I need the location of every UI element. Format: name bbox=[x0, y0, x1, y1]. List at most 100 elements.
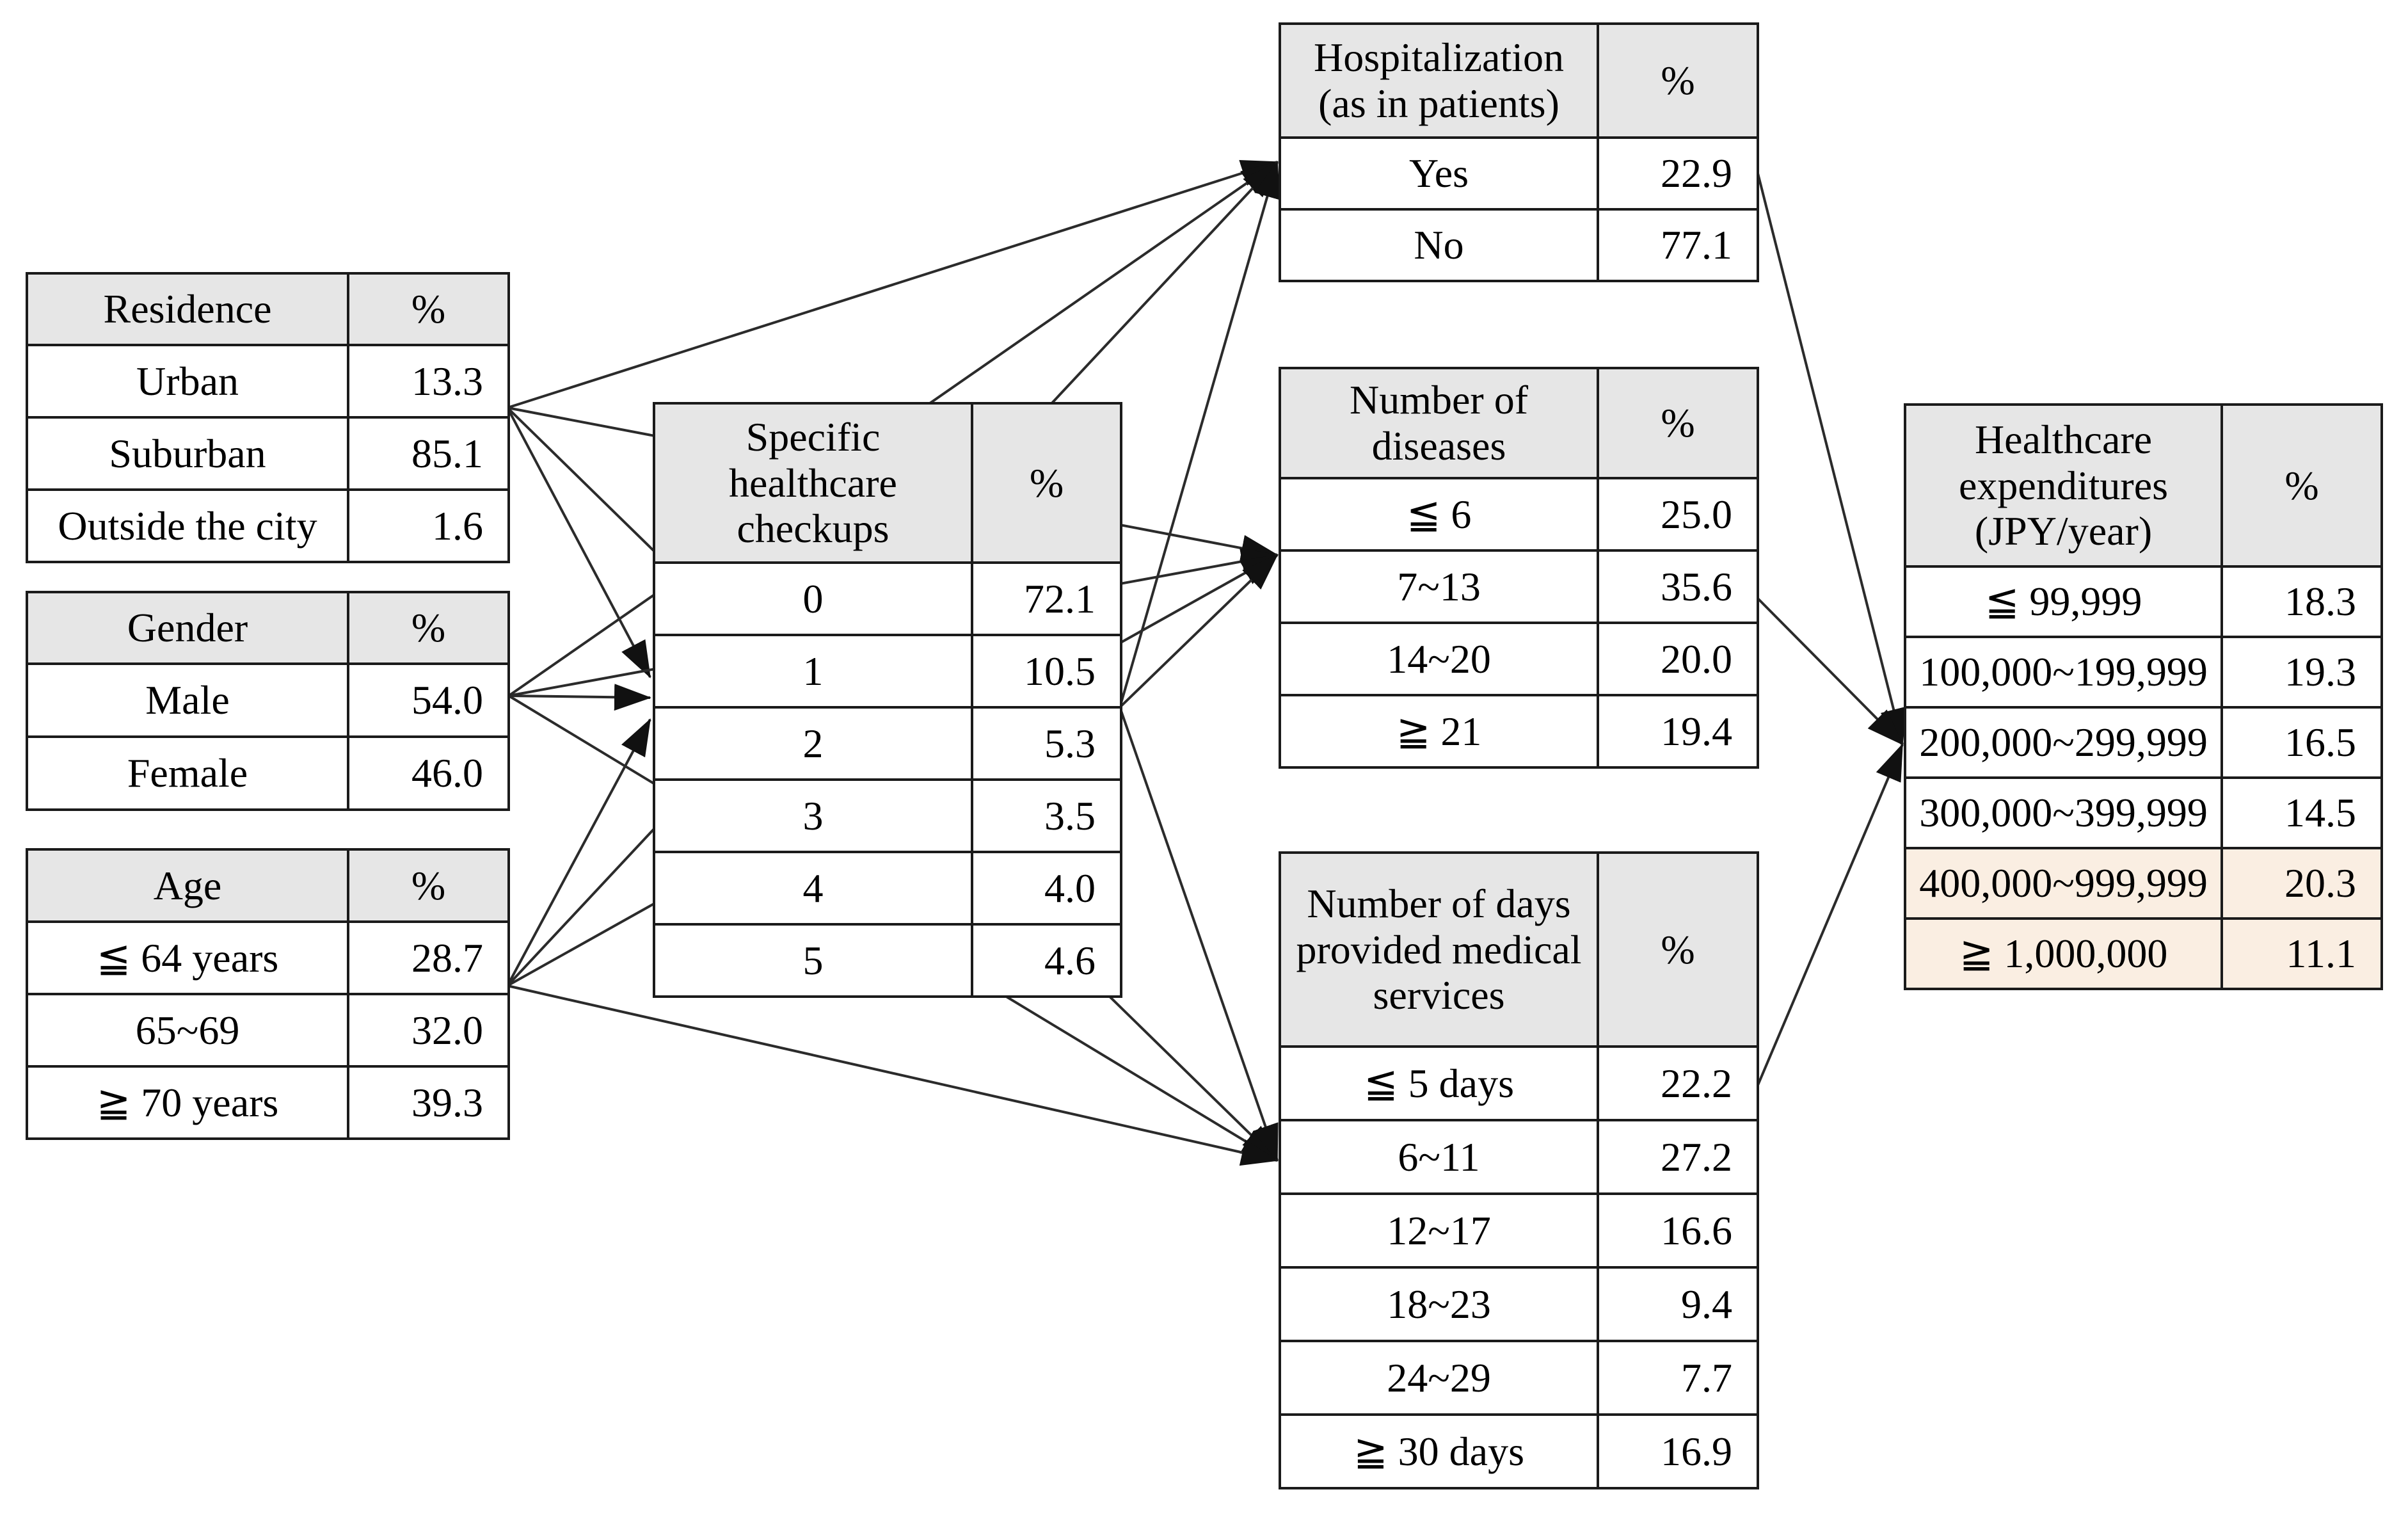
row-value: 18.3 bbox=[2221, 565, 2383, 638]
table-header-row: Specific healthcare checkups% bbox=[653, 402, 1122, 564]
row-label: ≧ 1,000,000 bbox=[1904, 917, 2223, 990]
edge-age-checkups bbox=[506, 718, 651, 986]
edge-gender-checkups bbox=[508, 684, 651, 711]
table-header-row: Gender% bbox=[26, 591, 510, 665]
row-value: 9.4 bbox=[1597, 1266, 1759, 1342]
percent-header: % bbox=[2221, 403, 2383, 568]
row-label: ≦ 99,999 bbox=[1904, 565, 2223, 638]
row-value: 22.9 bbox=[1597, 136, 1759, 211]
row-label: Outside the city bbox=[26, 488, 349, 563]
row-value: 20.0 bbox=[1597, 622, 1759, 696]
row-value: 22.2 bbox=[1597, 1045, 1759, 1121]
percent-header: % bbox=[971, 402, 1122, 564]
row-value: 72.1 bbox=[971, 561, 1122, 636]
table-header-row: Number of days provided medical services… bbox=[1279, 851, 1759, 1048]
row-value: 13.3 bbox=[347, 344, 510, 419]
edge-checkups-diseases bbox=[1119, 554, 1279, 709]
row-label: 14~20 bbox=[1279, 622, 1599, 696]
table-title: Residence bbox=[26, 272, 349, 346]
table-header-row: Healthcare expenditures (JPY/year)% bbox=[1904, 403, 2383, 568]
row-value: 25.0 bbox=[1597, 477, 1759, 552]
row-label: ≦ 6 bbox=[1279, 477, 1599, 552]
row-value: 27.2 bbox=[1597, 1119, 1759, 1195]
row-value: 7.7 bbox=[1597, 1340, 1759, 1416]
row-value: 10.5 bbox=[971, 634, 1122, 709]
percent-header: % bbox=[1597, 851, 1759, 1048]
edge-days-expenditures bbox=[1755, 743, 1904, 1089]
row-value: 54.0 bbox=[347, 662, 510, 738]
row-value: 5.3 bbox=[971, 706, 1122, 781]
percent-header: % bbox=[1597, 367, 1759, 479]
table-header-row: Hospitalization (as in patients)% bbox=[1279, 22, 1759, 139]
node-healthcare-expenditures: Healthcare expenditures (JPY/year)%≦ 99,… bbox=[1904, 403, 2383, 990]
row-label: 65~69 bbox=[26, 993, 349, 1068]
row-value: 1.6 bbox=[347, 488, 510, 563]
percent-header: % bbox=[1597, 22, 1759, 139]
row-label: ≧ 21 bbox=[1279, 694, 1599, 769]
row-label: 0 bbox=[653, 561, 973, 636]
row-value: 16.6 bbox=[1597, 1192, 1759, 1269]
table-title: Number of days provided medical services bbox=[1279, 851, 1599, 1048]
row-value: 19.3 bbox=[2221, 636, 2383, 709]
edge-checkups-days bbox=[1119, 707, 1279, 1162]
row-value: 11.1 bbox=[2221, 917, 2383, 990]
row-value: 4.0 bbox=[971, 851, 1122, 926]
row-label: 200,000~299,999 bbox=[1904, 706, 2223, 779]
percent-header: % bbox=[347, 848, 510, 923]
row-label: Yes bbox=[1279, 136, 1599, 211]
edge-residence-checkups bbox=[506, 407, 651, 678]
node-days-provided-medical-services: Number of days provided medical services… bbox=[1279, 851, 1759, 1489]
row-label: 7~13 bbox=[1279, 549, 1599, 624]
row-value: 28.7 bbox=[347, 920, 510, 995]
table-title: Age bbox=[26, 848, 349, 923]
row-value: 46.0 bbox=[347, 735, 510, 811]
edge-hospitalization-expenditures bbox=[1755, 168, 1907, 746]
row-label: 1 bbox=[653, 634, 973, 709]
row-value: 16.9 bbox=[1597, 1413, 1759, 1489]
row-label: 300,000~399,999 bbox=[1904, 776, 2223, 849]
table-title: Specific healthcare checkups bbox=[653, 402, 973, 564]
row-value: 20.3 bbox=[2221, 847, 2383, 920]
table-title: Hospitalization (as in patients) bbox=[1279, 22, 1599, 139]
percent-header: % bbox=[347, 272, 510, 346]
table-title: Healthcare expenditures (JPY/year) bbox=[1904, 403, 2223, 568]
row-label: 6~11 bbox=[1279, 1119, 1599, 1195]
row-label: ≦ 64 years bbox=[26, 920, 349, 995]
row-label: 400,000~999,999 bbox=[1904, 847, 2223, 920]
row-label: 12~17 bbox=[1279, 1192, 1599, 1269]
row-label: Male bbox=[26, 662, 349, 738]
row-label: 24~29 bbox=[1279, 1340, 1599, 1416]
row-label: 100,000~199,999 bbox=[1904, 636, 2223, 709]
table-title: Number of diseases bbox=[1279, 367, 1599, 479]
row-value: 85.1 bbox=[347, 416, 510, 491]
row-label: 4 bbox=[653, 851, 973, 926]
